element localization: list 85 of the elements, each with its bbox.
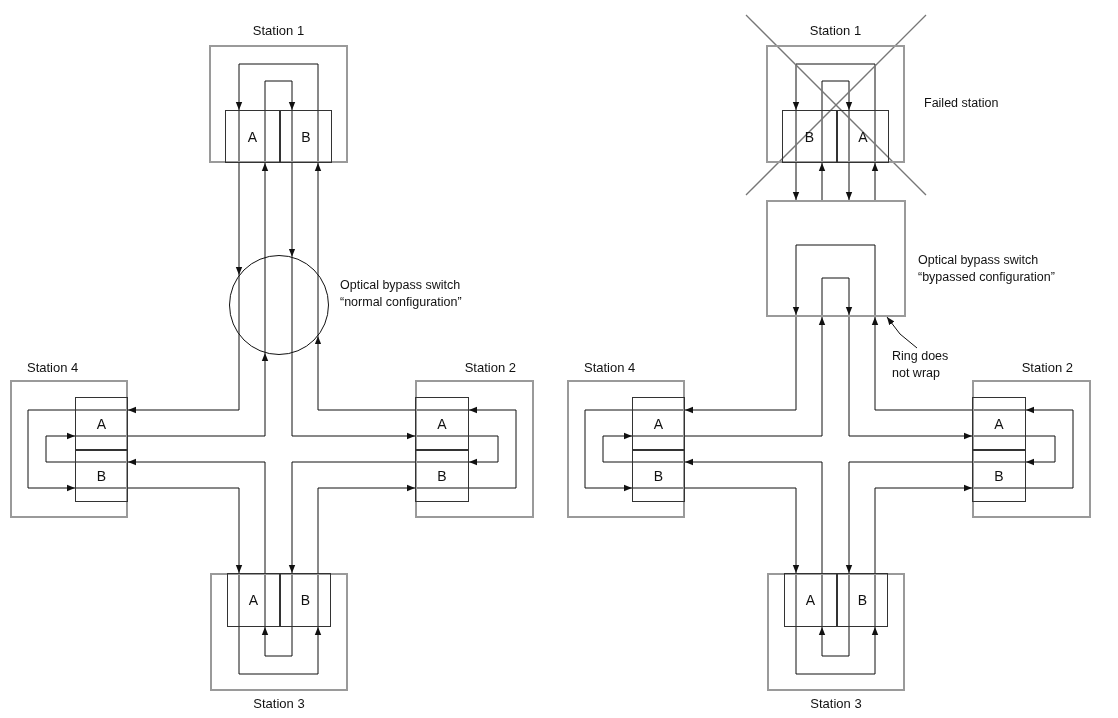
signal-arrow — [317, 484, 416, 574]
port-box — [227, 573, 280, 627]
signal-arrow — [127, 352, 269, 437]
signal-arrow — [261, 162, 269, 258]
signal-arrow — [264, 80, 296, 111]
signal-arrow — [291, 352, 416, 440]
signal-arrow — [845, 461, 973, 574]
port-letter: A — [858, 128, 868, 145]
signal-arrow — [45, 432, 76, 463]
port-letter: A — [96, 415, 107, 432]
station-label: Station 2 — [1021, 360, 1073, 375]
signal-arrow — [468, 406, 517, 489]
port-box — [972, 450, 1026, 502]
port-letter: B — [301, 128, 311, 145]
port-letter: B — [653, 468, 664, 484]
signal-arrow — [127, 458, 266, 574]
port-letter: B — [96, 468, 107, 484]
signal-arrow — [792, 63, 876, 111]
signal-arrow — [874, 484, 973, 574]
port-letter: B — [857, 592, 868, 608]
port-box — [280, 110, 332, 163]
signal-arrow — [886, 316, 918, 349]
port-box — [632, 397, 685, 450]
signal-arrow — [684, 316, 826, 437]
signal-arrow — [238, 626, 322, 675]
signal-arrow — [468, 435, 499, 466]
port-box — [972, 397, 1026, 450]
port-box — [75, 450, 128, 502]
port-letter: B — [804, 128, 815, 145]
signal-arrow — [684, 487, 800, 574]
signal-arrow — [848, 316, 973, 440]
signal-arrow — [27, 409, 76, 492]
port-box — [225, 110, 280, 163]
signal-arrow — [845, 162, 853, 201]
description-text: Optical bypass switch “bypassed configuration” — [918, 252, 1056, 286]
port-letter: B — [300, 592, 311, 608]
signal-arrow — [818, 162, 826, 201]
signal-arrow — [584, 409, 633, 492]
port-box — [415, 397, 469, 450]
signal-arrow — [314, 162, 322, 275]
port-box — [75, 397, 128, 450]
signal-arrow — [235, 63, 319, 111]
signal-arrow — [127, 487, 243, 574]
signal-arrow — [795, 626, 879, 675]
signal-arrow — [871, 162, 879, 201]
signal-arrow — [871, 316, 973, 411]
signal-arrow — [127, 334, 240, 414]
port-box — [837, 110, 889, 163]
port-letter: B — [437, 468, 447, 484]
signal-arrow — [1025, 406, 1074, 489]
signal-arrow — [684, 458, 823, 574]
station-label: Station 4 — [27, 360, 79, 375]
port-letter: A — [994, 415, 1004, 432]
port-box — [837, 573, 888, 627]
port-letter: A — [247, 128, 258, 145]
signal-arrow — [261, 626, 293, 657]
port-letter: A — [248, 592, 259, 608]
signal-arrow — [792, 162, 800, 201]
signal-arrow — [818, 626, 850, 657]
port-box — [782, 110, 837, 163]
signal-arrow — [821, 80, 853, 111]
description-text: Optical bypass switch “normal configuration” — [340, 277, 463, 311]
port-letter: A — [805, 592, 816, 608]
station-label: Station 2 — [464, 360, 516, 375]
signal-arrow — [1025, 435, 1056, 466]
port-box — [415, 450, 469, 502]
port-box — [784, 573, 837, 627]
signal-arrow — [288, 162, 296, 258]
port-letter: B — [994, 468, 1004, 484]
signal-arrow — [602, 432, 633, 463]
station-label: Station 3 — [809, 696, 863, 711]
port-letter: A — [653, 415, 664, 432]
signal-arrow — [314, 335, 416, 411]
annotation-text: Ring does not wrap — [892, 348, 964, 382]
station-label: Station 3 — [252, 696, 306, 711]
station-label: Station 4 — [584, 360, 636, 375]
description-text: Failed station — [924, 95, 1000, 112]
signal-arrow — [684, 316, 797, 414]
port-box — [632, 450, 685, 502]
port-letter: A — [437, 415, 447, 432]
station-label: Station 1 — [808, 23, 863, 38]
station-label: Station 1 — [251, 23, 306, 38]
signal-arrow — [288, 461, 416, 574]
signal-arrow — [235, 162, 243, 276]
port-box — [280, 573, 331, 627]
